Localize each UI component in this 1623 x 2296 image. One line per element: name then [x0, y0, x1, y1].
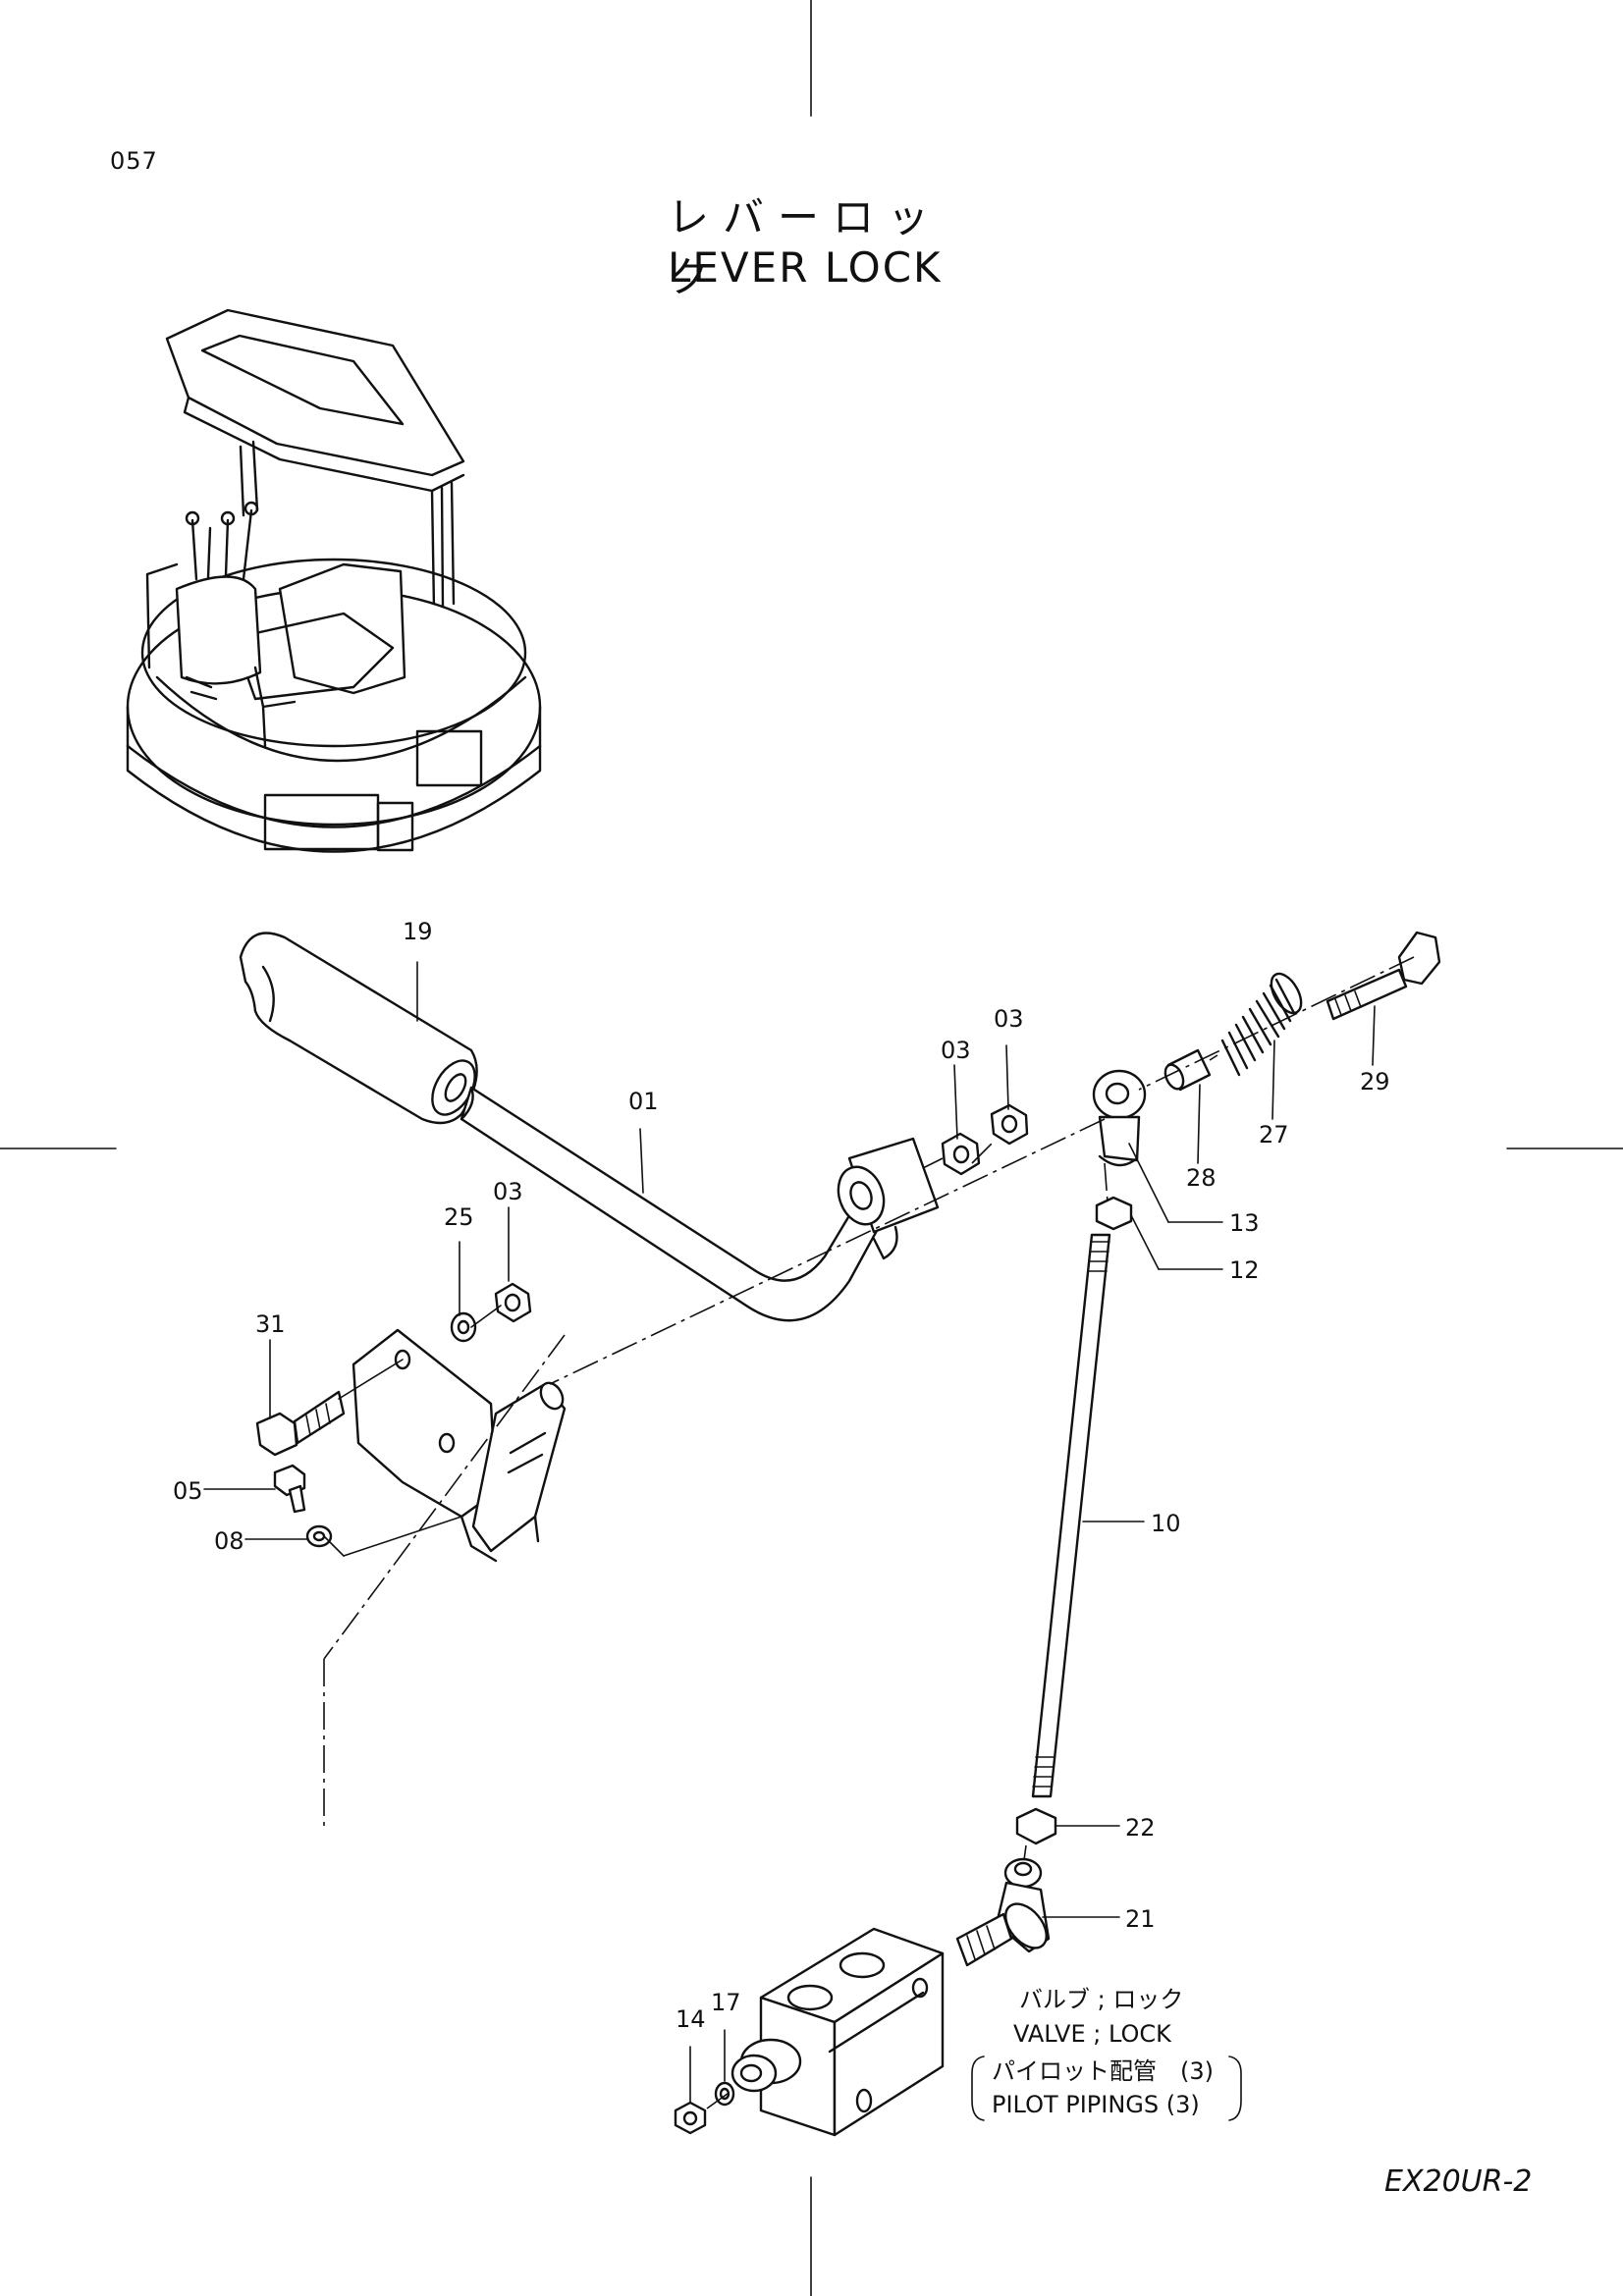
callout-27: 27: [1259, 1121, 1289, 1148]
callout-17: 17: [711, 1989, 741, 2016]
callout-03-inner: 03: [941, 1037, 971, 1064]
page-number: 057: [110, 147, 158, 175]
callout-28: 28: [1186, 1164, 1217, 1192]
callout-08: 08: [214, 1527, 244, 1555]
part-25-washer: [450, 1311, 477, 1343]
part-14-nut: [674, 2101, 707, 2135]
part-27-spring: [1220, 972, 1303, 1077]
callout-31: 31: [255, 1310, 286, 1338]
left-brace: [971, 2056, 985, 2121]
callout-21: 21: [1125, 1905, 1156, 1933]
part-19-lever-grip: [239, 932, 478, 1125]
pilot-piping-label-en: PILOT PIPINGS (3): [992, 2091, 1200, 2118]
part-28-collar: [1163, 1048, 1212, 1092]
callout-01: 01: [628, 1088, 659, 1115]
part-08-washer: [305, 1524, 333, 1548]
part-31-bolt: [255, 1390, 346, 1457]
leader-lines: [203, 961, 1376, 2104]
assembly-center-lines: [323, 956, 1415, 2109]
part-05-bolt: [273, 1464, 306, 1514]
part-03-nut-outer: [990, 1103, 1029, 1146]
part-12-nut: [1095, 1196, 1133, 1231]
valve-label-jp: バルブ ; ロック: [1019, 1986, 1183, 2013]
title-japanese: レバーロック: [668, 193, 944, 301]
part-01-lever-rod: [460, 1086, 940, 1322]
callout-13: 13: [1229, 1209, 1260, 1237]
callout-03-bracket: 03: [493, 1178, 523, 1205]
part-13-rod-end: [1092, 1069, 1147, 1167]
lock-valve: [730, 1927, 945, 2137]
callout-14: 14: [676, 2005, 706, 2033]
valve-annotation: バルブ ; ロック VALVE ; LOCK パイロット配管 (3) PILOT…: [971, 1986, 1242, 2121]
callout-05: 05: [173, 1477, 203, 1505]
title-english: LEVER LOCK: [668, 243, 943, 292]
callout-22: 22: [1125, 1814, 1156, 1842]
part-22-nut: [1015, 1807, 1057, 1845]
callout-labels: 19 01 03 03 25 03 31 05 08 29 27 28 13 1…: [173, 918, 1390, 2033]
callout-10: 10: [1151, 1510, 1181, 1537]
right-brace: [1228, 2056, 1242, 2121]
callout-25: 25: [444, 1203, 474, 1231]
part-03-nut-bracket: [494, 1282, 532, 1323]
machine-overview-illustration: [126, 308, 542, 853]
callout-12: 12: [1229, 1256, 1260, 1284]
part-17-o-ring: [714, 2081, 735, 2107]
callout-19: 19: [403, 918, 433, 945]
part-10-threaded-rod: [1031, 1233, 1111, 1798]
part-21-rod-end: [955, 1857, 1051, 1967]
part-29-bolt: [1325, 931, 1441, 1021]
valve-label-en: VALVE ; LOCK: [1013, 2020, 1172, 2048]
callout-03-outer: 03: [994, 1005, 1024, 1033]
part-03-nut-inner: [941, 1132, 981, 1176]
lever-bracket: [352, 1328, 567, 1563]
callout-29: 29: [1360, 1068, 1390, 1095]
pilot-piping-label-jp: パイロット配管 (3): [992, 2057, 1214, 2085]
model-code: EX20UR-2: [1384, 2164, 1533, 2199]
